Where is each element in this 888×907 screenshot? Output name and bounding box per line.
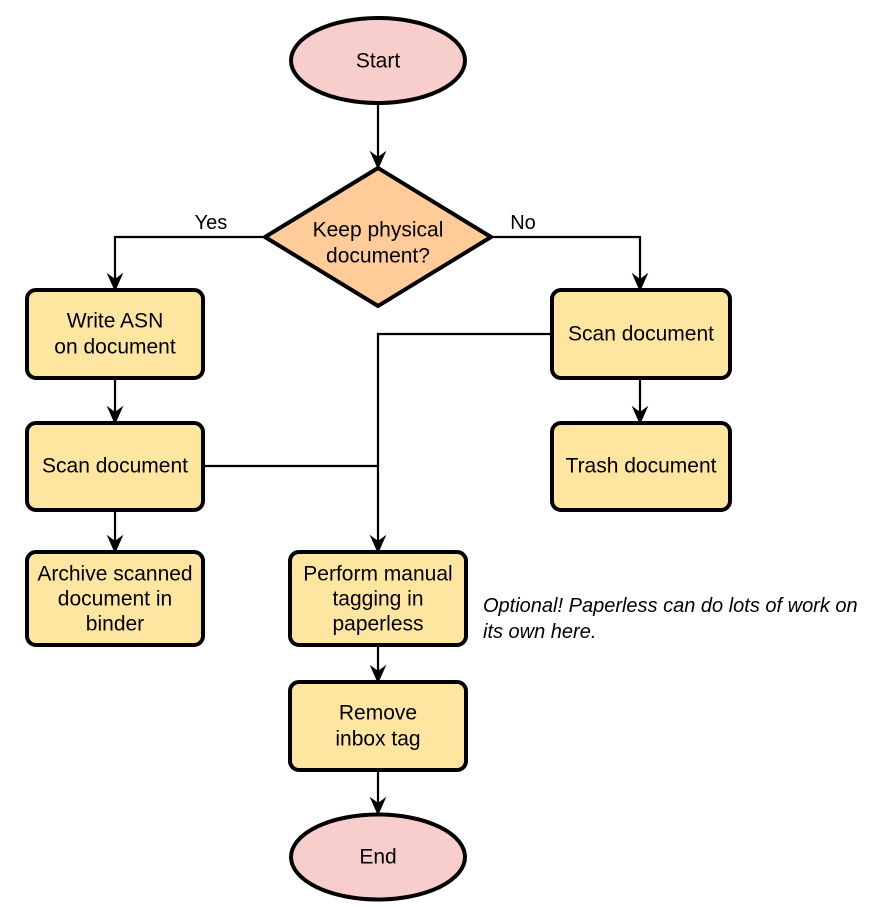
node-write-asn-on-document[interactable]: Write ASN on document (25, 288, 205, 380)
start-label: Start (356, 50, 401, 73)
node-decision-keep-physical-document[interactable]: Keep physical document? (263, 166, 493, 308)
node-scan-document-left[interactable]: Scan document (25, 421, 205, 512)
write-asn-label-line2: on document (54, 336, 176, 359)
node-perform-manual-tagging[interactable]: Perform manual tagging in paperless (288, 550, 468, 647)
annotation-optional-note: Optional! Paperless can do lots of work … (483, 595, 858, 643)
scan-document-right-label: Scan document (568, 323, 714, 346)
remove-inbox-label-line1: Remove (339, 702, 417, 725)
edges-layer (106, 103, 649, 816)
archive-label-line1: Archive scanned (37, 563, 192, 586)
node-scan-document-right[interactable]: Scan document (550, 288, 732, 380)
node-archive-scanned-document[interactable]: Archive scanned document in binder (25, 550, 205, 647)
manual-tagging-label-line3: paperless (332, 613, 423, 636)
start-ellipse-shape (289, 16, 467, 105)
optional-note-line1: Optional! Paperless can do lots of work … (483, 595, 858, 617)
scan-document-left-box-shape (25, 421, 205, 512)
edge-scan-right-to-manual-tagging (369, 332, 552, 554)
edge-label-no: No (510, 212, 536, 234)
trash-document-box-shape (550, 421, 732, 512)
archive-label-line3: binder (86, 613, 144, 636)
archive-label-line2: document in (58, 588, 172, 611)
scan-document-left-label: Scan document (42, 455, 188, 478)
remove-inbox-label-line2: inbox tag (335, 728, 420, 751)
manual-tagging-box-shape (288, 550, 468, 647)
decision-diamond-shape (263, 166, 493, 308)
trash-document-label: Trash document (566, 455, 717, 478)
node-trash-document[interactable]: Trash document (550, 421, 732, 512)
optional-note-line2: its own here. (483, 621, 596, 643)
node-remove-inbox-tag[interactable]: Remove inbox tag (288, 680, 468, 772)
node-start[interactable]: Start (289, 16, 467, 105)
end-label: End (359, 846, 396, 869)
edge-labels-layer: Yes No (195, 212, 536, 234)
write-asn-label-line1: Write ASN (67, 310, 163, 333)
node-end[interactable]: End (289, 812, 467, 902)
remove-inbox-box-shape (288, 680, 468, 772)
end-ellipse-shape (289, 812, 467, 902)
manual-tagging-label-line1: Perform manual (303, 563, 452, 586)
edge-label-yes: Yes (195, 212, 228, 234)
manual-tagging-label-line2: tagging in (332, 588, 423, 611)
edge-decision-no-to-scan-right (491, 235, 649, 292)
scan-document-right-box-shape (550, 288, 732, 380)
decision-label-line1: Keep physical (313, 219, 444, 242)
archive-box-shape (25, 550, 205, 647)
write-asn-box-shape (25, 288, 205, 380)
decision-label-line2: document? (326, 245, 430, 268)
edge-decision-yes-to-write-asn (106, 235, 265, 292)
